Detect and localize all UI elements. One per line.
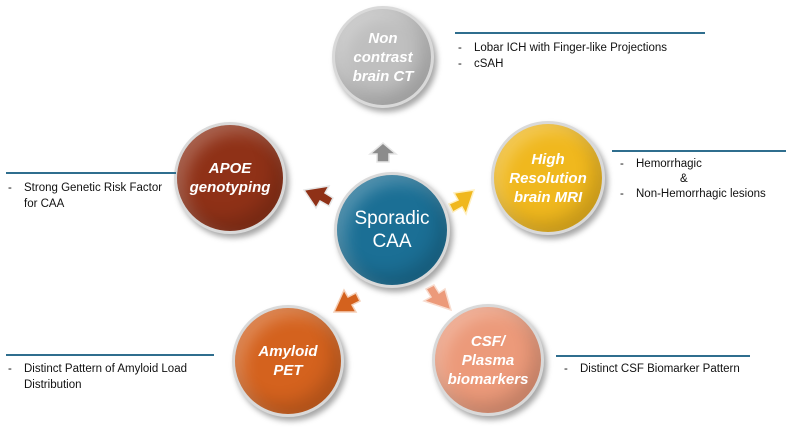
pet-annotation-cont: Distribution [24,379,82,391]
csf-annotation-item: Distinct CSF Biomarker Pattern [580,363,740,375]
apoe-annotation: -Strong Genetic Risk Factor for CAA [8,182,163,210]
apoe-annotation-cont: for CAA [24,198,65,210]
mri-annotation-joiner: & [680,173,688,185]
arrow-to-pet [332,288,362,313]
mri-annotation-item: Non-Hemorrhagic lesions [636,188,766,200]
node-sporadic-caa: Sporadic CAA [334,172,450,288]
mri-annotation: -Hemorrhagic & -Non-Hemorrhagic lesions [620,158,766,200]
pet-annotation: -Distinct Pattern of Amyloid Load Distri… [8,363,187,391]
ct-annotation-rule [455,32,705,34]
arrow-to-mri [447,189,476,216]
node-label: Amyloid PET [258,343,318,379]
ct-annotation-item: Lobar ICH with Finger-like Projections [474,42,668,54]
csf-annotation-rule [556,355,750,357]
node-label: Non contrast brain CT [352,29,414,85]
node-apoe-genotyping: APOE genotyping [174,122,286,234]
node-label: CSF/ Plasma biomarkers [447,332,529,388]
ct-annotation: -Lobar ICH with Finger-like Projections … [458,42,668,70]
mri-annotation-item: Hemorrhagic [636,158,702,170]
node-csf-plasma-biomarkers: CSF/ Plasma biomarkers [432,304,544,416]
arrow-to-apoe [302,185,334,210]
node-label: High Resolution brain MRI [509,150,587,206]
apoe-annotation-rule [6,172,176,174]
ct-annotation-item: cSAH [474,58,504,70]
node-amyloid-pet: Amyloid PET [232,305,344,417]
pet-annotation-item: Distinct Pattern of Amyloid Load [24,363,187,375]
node-label: APOE genotyping [189,160,271,196]
arrow-to-ct [367,142,399,163]
center-label: Sporadic CAA [354,208,430,252]
node-high-resolution-brain-mri: High Resolution brain MRI [491,121,605,235]
mri-annotation-rule [612,150,786,152]
arrow-to-csf [422,284,453,312]
csf-annotation: -Distinct CSF Biomarker Pattern [564,363,740,375]
pet-annotation-rule [6,354,214,356]
node-non-contrast-brain-ct: Non contrast brain CT [332,6,434,108]
apoe-annotation-item: Strong Genetic Risk Factor [24,182,163,194]
